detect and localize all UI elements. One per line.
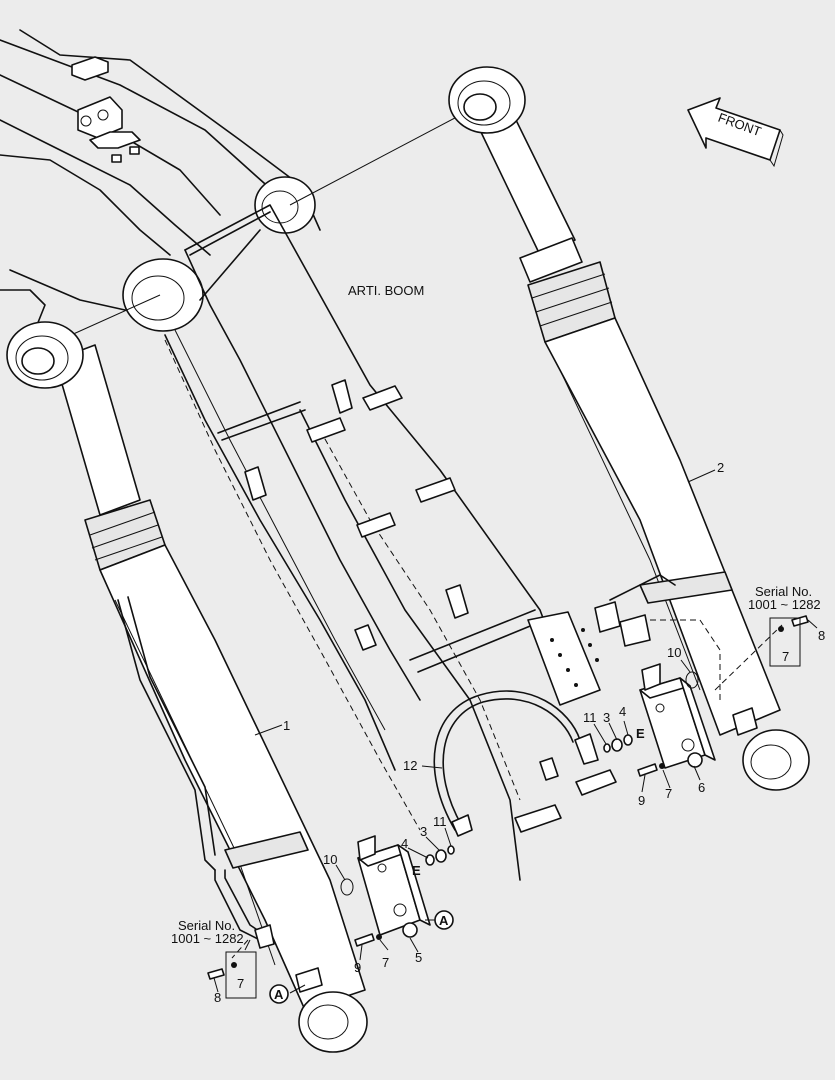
valve-block-right (639, 663, 716, 769)
callout-3-right: 3 (603, 710, 610, 725)
callout-7-b: 7 (665, 786, 672, 801)
callout-8-right: 8 (818, 628, 825, 643)
callout-10-right: 10 (667, 645, 681, 660)
section-mark-a-left-text: A (274, 987, 284, 1002)
callout-9-left: 9 (354, 960, 361, 975)
callout-8-left: 8 (214, 990, 221, 1005)
callout-leaders (213, 469, 818, 994)
callout-3-left: 3 (420, 824, 427, 839)
callout-9-right: 9 (638, 793, 645, 808)
callout-7-a: 7 (382, 955, 389, 970)
callout-11-right: 11 (583, 710, 597, 725)
callout-4-left: 4 (401, 836, 408, 851)
serial-right-range: 1001 ~ 1282 (748, 597, 821, 612)
callout-10-left: 10 (323, 852, 337, 867)
valve-block-left (357, 835, 431, 938)
callout-6: 6 (698, 780, 705, 795)
serial-note-left: Serial No. 1001 ~ 1282 (171, 918, 257, 999)
callout-11-left: 11 (433, 814, 447, 829)
boom-label: ARTI. BOOM (348, 283, 424, 298)
front-arrow-icon: FRONT (687, 97, 784, 168)
port-mark-e-left: E (412, 863, 421, 878)
callout-2: 2 (717, 460, 724, 475)
callout-5: 5 (415, 950, 422, 965)
section-mark-a-right: A (434, 910, 454, 930)
arti-boom (0, 29, 617, 881)
callout-7-c: 7 (237, 976, 244, 991)
port-mark-e-right: E (636, 726, 645, 741)
section-mark-a-right-text: A (439, 913, 449, 928)
serial-left-title: Serial No. (178, 918, 235, 933)
cylinder-right (448, 66, 810, 791)
hose-12 (433, 690, 599, 837)
callout-7-d: 7 (782, 649, 789, 664)
serial-note-right: Serial No. 1001 ~ 1282 (748, 584, 821, 667)
serial-right-title: Serial No. (755, 584, 812, 599)
section-mark-a-left: A (269, 984, 289, 1004)
part-callouts: 1 2 3 3 4 4 5 6 7 7 7 7 8 8 9 9 10 10 11… (214, 460, 825, 1005)
callout-1: 1 (283, 718, 290, 733)
serial-left-range: 1001 ~ 1282 (171, 931, 244, 946)
cylinder-left (6, 321, 368, 1053)
callout-12: 12 (403, 758, 417, 773)
callout-4-right: 4 (619, 704, 626, 719)
